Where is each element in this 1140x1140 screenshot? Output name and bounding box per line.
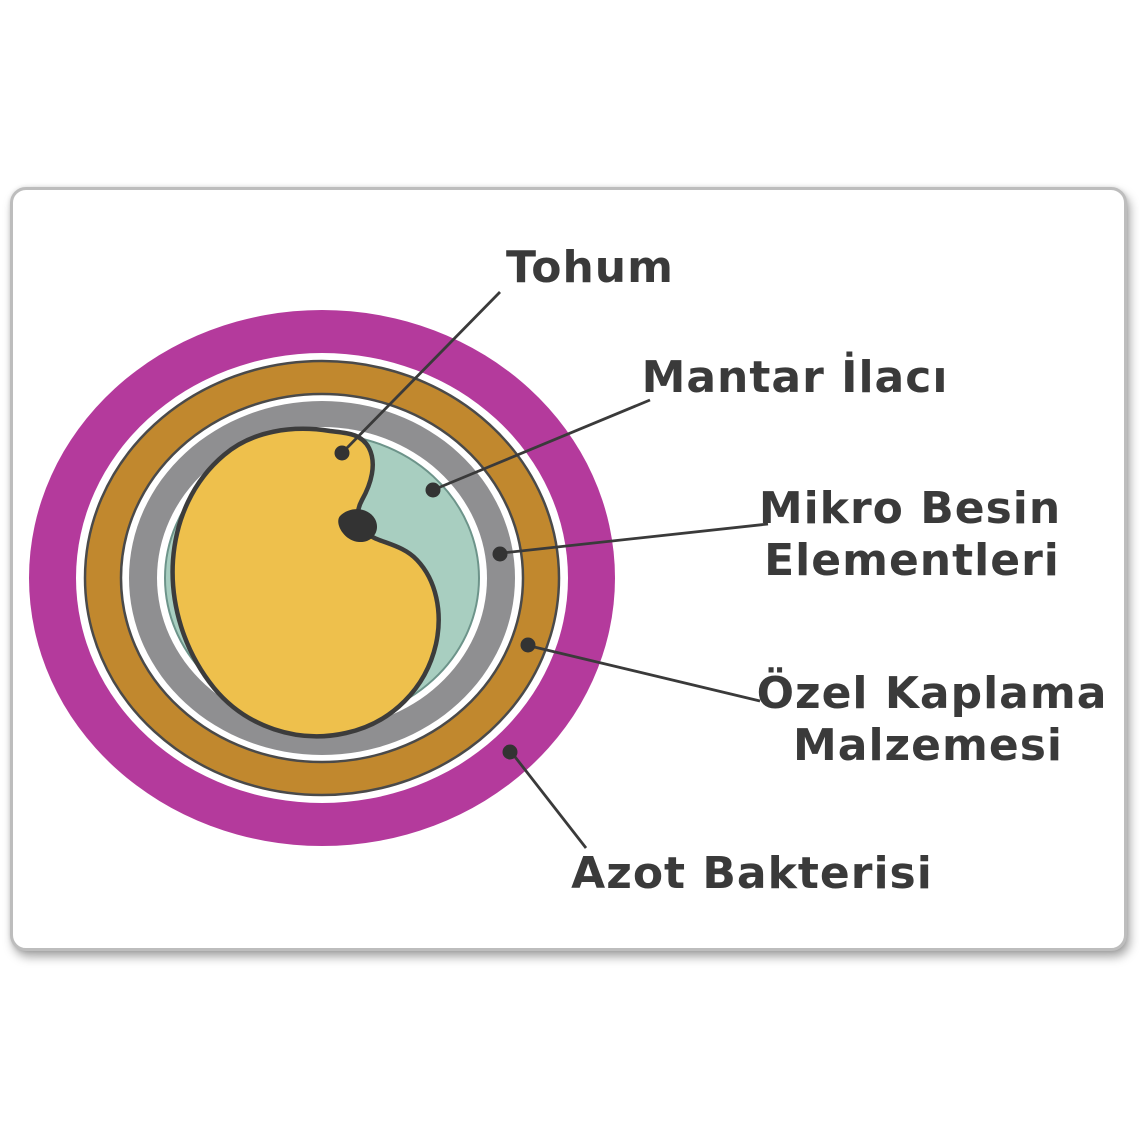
leader-line-tohum	[341, 291, 501, 454]
leader-dot-mikro-besin	[492, 546, 508, 562]
leader-dot-azot-bakterisi	[502, 744, 518, 760]
leader-dot-ozel-kaplama	[520, 637, 536, 653]
label-mantar-ilaci: Mantar İlacı	[642, 350, 949, 403]
seed-hilum	[338, 509, 378, 543]
label-mikro-besin-line2: Elementleri	[764, 535, 1060, 586]
leader-dot-tohum	[334, 445, 350, 461]
leader-line-azot-bakterisi	[510, 752, 588, 849]
leader-line-mantar-ilaci	[432, 398, 651, 492]
label-ozel-kaplama-line1: Özel Kaplama	[757, 666, 1108, 719]
seed-shape	[170, 426, 441, 739]
leader-line-ozel-kaplama	[529, 644, 761, 703]
label-tohum: Tohum	[506, 242, 674, 293]
label-mikro-besin-line1: Mikro Besin	[759, 483, 1061, 534]
label-ozel-kaplama-line2: Malzemesi	[793, 720, 1063, 771]
label-azot-bakterisi: Azot Bakterisi	[571, 848, 933, 899]
leader-line-mikro-besin	[501, 522, 769, 555]
leader-dot-mantar-ilaci	[425, 482, 441, 498]
